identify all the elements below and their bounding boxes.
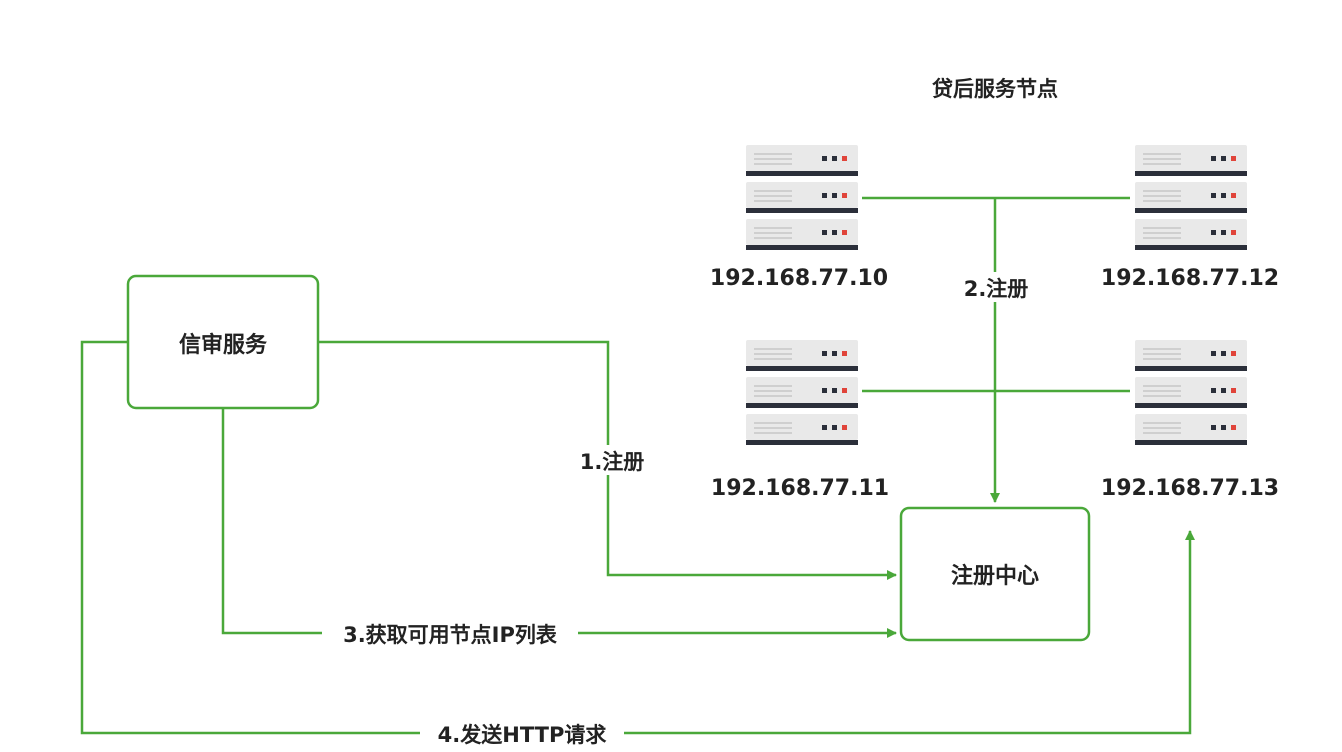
- server-icon: [1135, 340, 1247, 445]
- edge-label-register-1: 1.注册: [580, 450, 645, 474]
- edge-get-ip-list: [221, 408, 897, 638]
- registry-node[interactable]: 注册中心: [899, 506, 1091, 642]
- server-icon: [746, 145, 858, 250]
- credit-service-label: 信审服务: [179, 332, 268, 358]
- credit-service-node[interactable]: 信审服务: [126, 274, 320, 410]
- server-icon: [746, 340, 858, 445]
- server-192-168-77-12[interactable]: [1135, 145, 1247, 250]
- edge-label-register-2: 2.注册: [964, 277, 1029, 301]
- server-192-168-77-11[interactable]: [746, 340, 858, 445]
- edge-label-send-http: 4.发送HTTP请求: [438, 723, 607, 747]
- server-ip-label: 192.168.77.10: [710, 266, 888, 291]
- server-icon: [1135, 145, 1247, 250]
- server-192-168-77-10[interactable]: [746, 145, 858, 250]
- server-ip-label: 192.168.77.11: [711, 476, 889, 501]
- server-ip-label: 192.168.77.13: [1101, 476, 1279, 501]
- server-192-168-77-13[interactable]: [1135, 340, 1247, 445]
- service-group-title: 贷后服务节点: [932, 77, 1058, 101]
- registry-label: 注册中心: [951, 563, 1039, 589]
- edge-label-get-ip-list: 3.获取可用节点IP列表: [343, 623, 558, 647]
- edge-send-http: [80, 340, 1195, 735]
- server-ip-label: 192.168.77.12: [1101, 266, 1279, 291]
